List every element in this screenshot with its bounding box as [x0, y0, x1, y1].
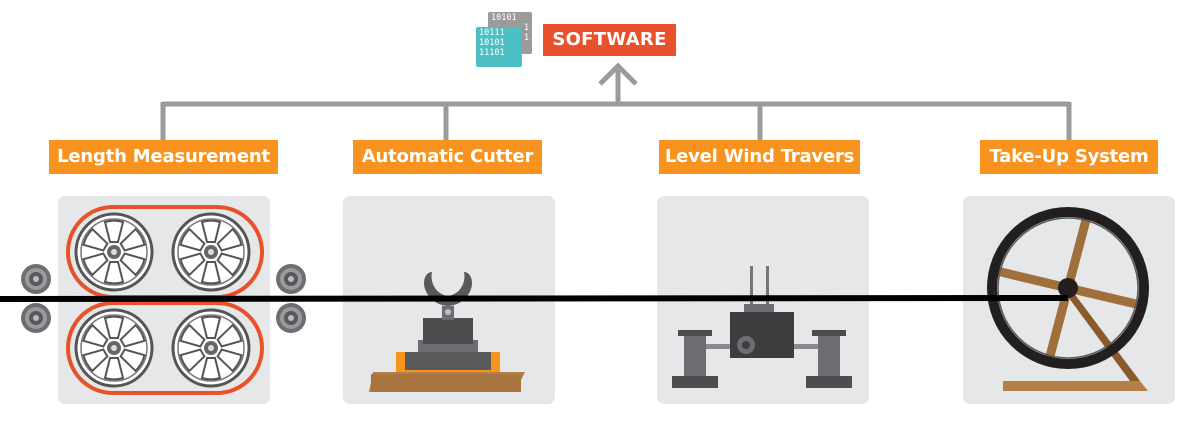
spoked-reel-icon: [987, 207, 1149, 391]
label-take-up-system: Take-Up System: [980, 140, 1158, 174]
label-length-measurement: Length Measurement: [49, 140, 278, 174]
label-level-wind-travers: Level Wind Travers: [659, 140, 860, 174]
binary-code-icon: 10111 10101 11101: [476, 27, 522, 67]
software-label: SOFTWARE: [543, 24, 676, 56]
traverse-carriage-icon: [672, 266, 852, 388]
connector-tree: [160, 62, 1072, 140]
label-automatic-cutter: Automatic Cutter: [353, 140, 542, 174]
cable-line: [0, 295, 1069, 302]
